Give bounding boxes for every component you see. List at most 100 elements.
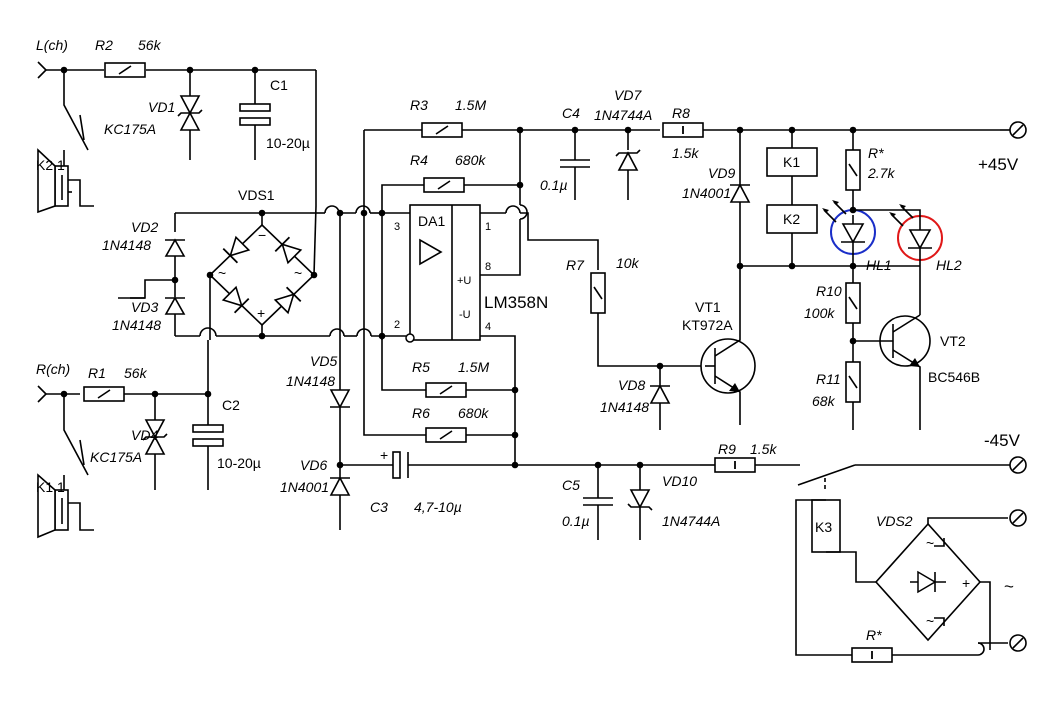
label-r1: R1 <box>88 365 106 381</box>
vds2-ac-bottom: ~ <box>926 613 934 629</box>
label-r6: R6 <box>412 405 430 421</box>
value-r5: 1.5M <box>458 359 489 375</box>
label-c5: C5 <box>562 477 580 493</box>
value-vd4: KC175A <box>90 449 142 465</box>
vt1-stage <box>590 130 920 430</box>
value-vd1: KC175A <box>104 121 156 137</box>
value-r2: 56k <box>138 37 162 53</box>
label-vd1: VD1 <box>148 99 175 115</box>
label-vt2: VT2 <box>940 333 966 349</box>
value-vd9: 1N4001 <box>682 185 731 201</box>
value-vt2: BC546B <box>928 369 980 385</box>
value-r3: 1.5M <box>455 97 486 113</box>
vds2-plus: + <box>962 575 970 591</box>
pin-vplus: +U <box>457 275 471 287</box>
label-minus45: -45V <box>984 431 1021 450</box>
value-c5: 0.1µ <box>562 513 590 529</box>
pin8: 8 <box>485 261 491 273</box>
label-vd2: VD2 <box>131 219 158 235</box>
relays-k1-k2 <box>766 130 818 266</box>
value-vd7: 1N4744A <box>594 107 652 123</box>
r2-body <box>104 62 146 78</box>
bridge-ac-left: ~ <box>218 265 226 281</box>
label-c4: C4 <box>562 105 580 121</box>
value-r9: 1.5k <box>750 441 777 457</box>
label-vd10: VD10 <box>662 473 697 489</box>
label-r10: R10 <box>816 283 842 299</box>
label-left-input: L(ch) <box>36 37 68 53</box>
value-r8: 1.5k <box>672 145 699 161</box>
label-r2: R2 <box>95 37 113 53</box>
label-vds1: VDS1 <box>238 187 275 203</box>
label-vd8: VD8 <box>618 377 645 393</box>
pin3: 3 <box>394 221 400 233</box>
label-vd3: VD3 <box>131 299 158 315</box>
c4-vd7 <box>560 130 641 200</box>
value-r10: 100k <box>804 305 835 321</box>
value-vd2: 1N4148 <box>102 237 151 253</box>
label-r11: R11 <box>816 371 841 387</box>
label-k1: K1 <box>783 154 800 170</box>
value-r4: 680k <box>455 152 486 168</box>
value-vd10: 1N4744A <box>662 513 720 529</box>
pin-vminus: -U <box>459 309 471 321</box>
label-hl2: HL2 <box>936 257 962 273</box>
indicator-stage <box>822 130 943 430</box>
bridge-plus: + <box>257 305 265 321</box>
label-vd5: VD5 <box>310 353 337 369</box>
label-rstar2: R* <box>866 627 882 643</box>
label-c2: C2 <box>222 397 240 413</box>
label-c3: C3 <box>370 499 388 515</box>
pin2: 2 <box>394 319 400 331</box>
vd5-vd6-c3 <box>329 389 800 530</box>
value-r1: 56k <box>124 365 148 381</box>
rectifier-vds1 <box>118 205 330 340</box>
value-vd6: 1N4001 <box>280 479 329 495</box>
label-da1: DA1 <box>418 213 445 229</box>
value-c2: 10-20µ <box>217 455 261 471</box>
value-vd5: 1N4148 <box>286 373 335 389</box>
vds2-ac-top: ~ <box>926 535 934 551</box>
label-plus45: +45V <box>978 155 1019 174</box>
label-r9: R9 <box>718 441 736 457</box>
power-section <box>795 456 1027 663</box>
label-k11: K1.1 <box>36 479 65 495</box>
label-r7: R7 <box>566 257 585 273</box>
value-r11: 68k <box>812 393 836 409</box>
value-c3: 4,7-10µ <box>414 499 462 515</box>
pin1: 1 <box>485 221 491 233</box>
label-r8: R8 <box>672 105 690 121</box>
label-r3: R3 <box>410 97 428 113</box>
value-r7: 10k <box>616 255 640 271</box>
bridge-ac-right: ~ <box>294 265 302 281</box>
value-vd3: 1N4148 <box>112 317 161 333</box>
label-vds2: VDS2 <box>876 513 913 529</box>
value-r6: 680k <box>458 405 489 421</box>
label-c1: C1 <box>270 77 288 93</box>
value-c4: 0.1µ <box>540 177 568 193</box>
label-r5: R5 <box>412 359 430 375</box>
labels: L(ch) R(ch) R2 56k R1 56k VD1 KC175A C1 … <box>36 37 1021 643</box>
value-vt1: KT972A <box>682 317 733 333</box>
label-vd4: VD4 <box>131 427 158 443</box>
label-right-input: R(ch) <box>36 361 70 377</box>
label-hl1: HL1 <box>866 257 892 273</box>
c5-vd10 <box>583 465 653 540</box>
label-vd9: VD9 <box>708 165 735 181</box>
label-vd7: VD7 <box>614 87 642 103</box>
label-k21: K2.1 <box>36 157 65 173</box>
label-rstar1: R* <box>868 145 884 161</box>
right-channel-input <box>37 340 224 539</box>
feedback-resistors <box>360 209 515 443</box>
label-r4: R4 <box>410 152 428 168</box>
pin4: 4 <box>485 321 491 333</box>
label-lm358: LM358N <box>484 293 548 312</box>
c3-plus: + <box>380 447 388 463</box>
bridge-minus: − <box>258 227 266 243</box>
label-vd6: VD6 <box>300 457 327 473</box>
value-c1: 10-20µ <box>266 135 310 151</box>
value-vd8: 1N4148 <box>600 399 649 415</box>
label-k2: K2 <box>783 211 800 227</box>
label-ac: ~ <box>1004 577 1014 596</box>
